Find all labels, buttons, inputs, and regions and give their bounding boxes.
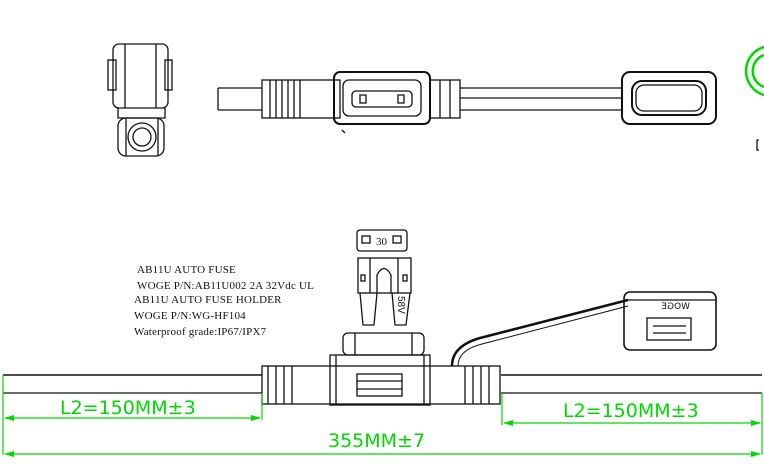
side-view-holder: [107, 43, 173, 157]
right-lead-length: L2=150MM±3: [563, 400, 699, 422]
cap-logo: WOGE: [661, 302, 690, 312]
left-lead-length: L2=150MM±3: [60, 397, 196, 419]
note-holder-pn: WOGE P/N:WG-HF104: [134, 310, 246, 322]
top-view-assembly: [217, 71, 717, 134]
fuse-voltage: 58V: [395, 296, 406, 314]
front-assembly: [3, 291, 762, 406]
overall-length: 355MM±7: [328, 430, 425, 452]
fuse-top-view: [356, 229, 408, 252]
note-fuse: AB11U AUTO FUSE: [137, 264, 236, 276]
note-fuse-pn: WOGE P/N:AB11U002 2A 32Vdc UL: [137, 280, 315, 292]
fuse-rating: 30: [376, 236, 388, 248]
note-waterproof: Waterproof grade:IP67/IPX7: [134, 326, 267, 338]
note-holder: AB11U AUTO FUSE HOLDER: [134, 294, 282, 306]
fuse-side-view: [357, 257, 412, 326]
